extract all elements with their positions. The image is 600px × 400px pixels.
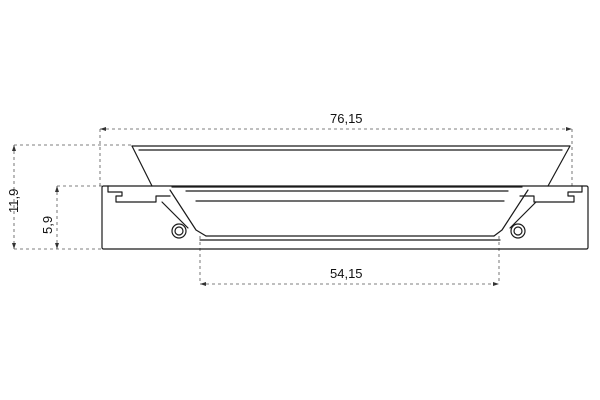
right-garter-spring <box>510 223 526 239</box>
right-garter-spring-inner <box>513 226 523 236</box>
right-insert <box>519 185 583 203</box>
inner-diameter-arrow-left <box>200 282 206 286</box>
dust-lip-right <box>547 145 571 187</box>
left-garter-spring-inner <box>174 226 184 236</box>
seal-outer-casing <box>101 185 589 250</box>
dust-lip-left <box>131 145 153 187</box>
left-lip <box>169 189 207 237</box>
right-lip-inner <box>509 201 537 229</box>
body-height-arrow-bottom <box>55 243 59 249</box>
outer-diameter-label: 76,15 <box>330 111 363 126</box>
left-garter-spring <box>171 223 187 239</box>
left-insert <box>107 185 171 203</box>
total-height-arrow-bottom <box>12 243 16 249</box>
body-height-arrow-top <box>55 186 59 192</box>
total-height-label: 11,9 <box>6 189 21 213</box>
seal-profile <box>101 145 589 250</box>
left-lip-inner <box>161 201 189 229</box>
outer-diameter-arrow-right <box>566 127 572 131</box>
dimension-lines <box>12 127 573 286</box>
inner-diameter-label: 54,15 <box>330 266 363 281</box>
inner-diameter-arrow-right <box>493 282 499 286</box>
right-lip <box>493 189 529 237</box>
outer-diameter-arrow-left <box>100 127 106 131</box>
total-height-arrow-top <box>12 145 16 151</box>
body-height-label: 5,9 <box>40 216 55 234</box>
